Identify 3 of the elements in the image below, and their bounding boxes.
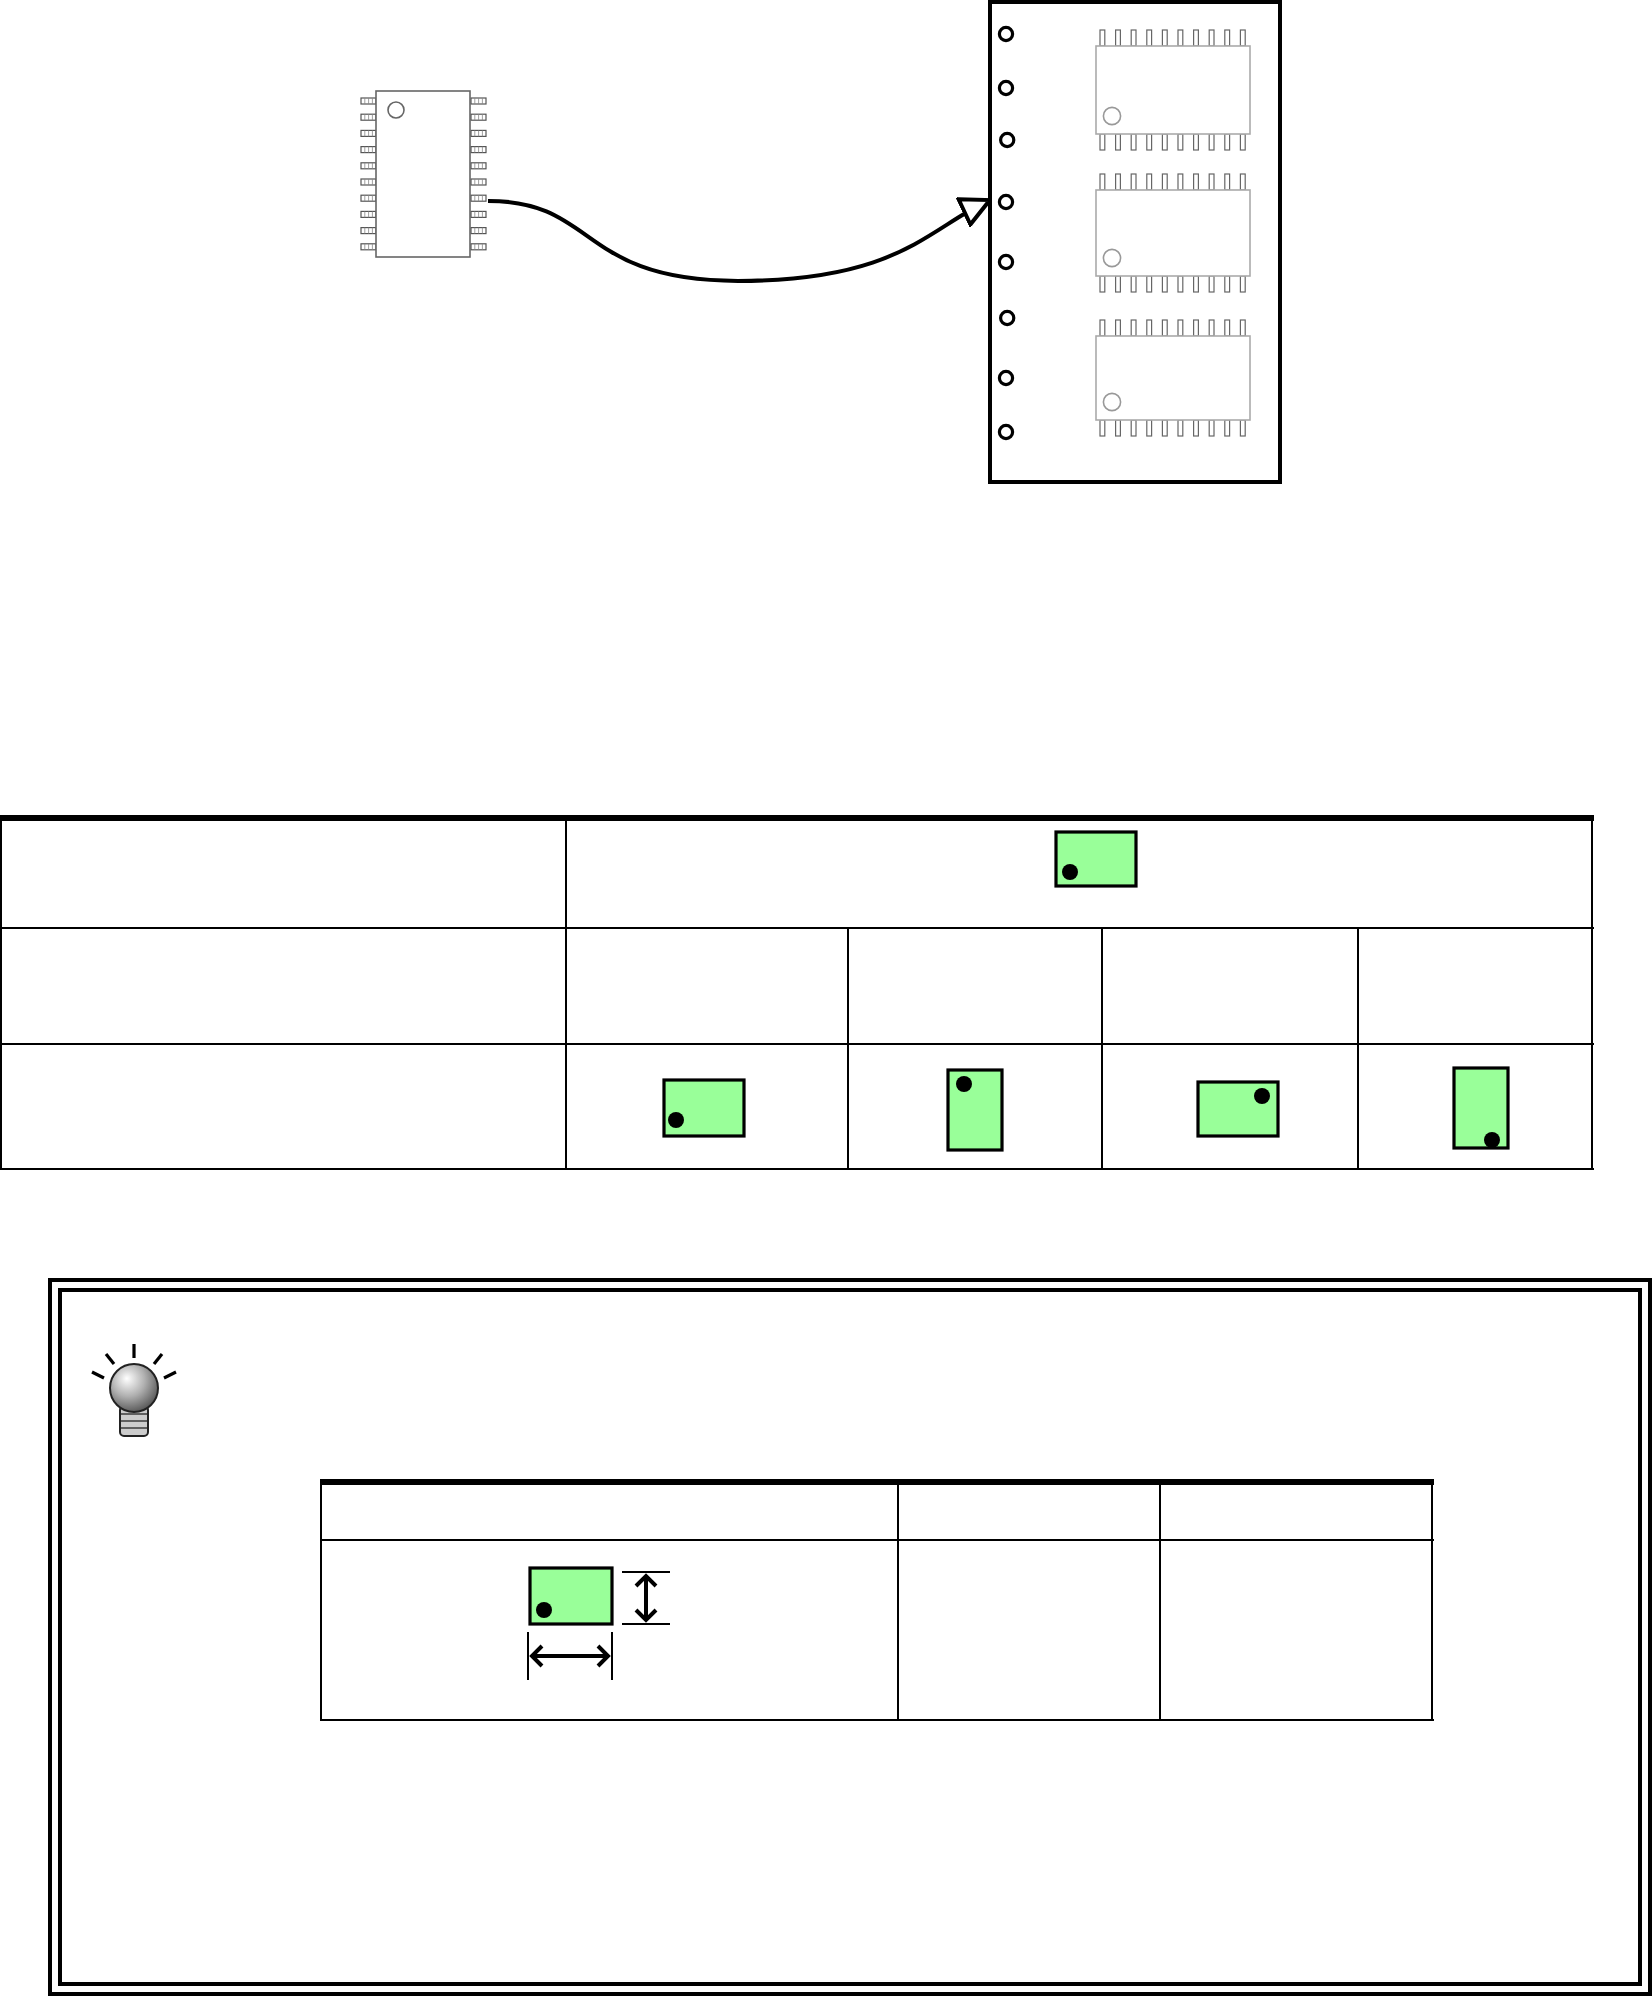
carrier-tape-drawing xyxy=(988,0,1282,484)
ic-chip-drawing xyxy=(360,90,488,258)
curved-arrow xyxy=(487,197,992,283)
